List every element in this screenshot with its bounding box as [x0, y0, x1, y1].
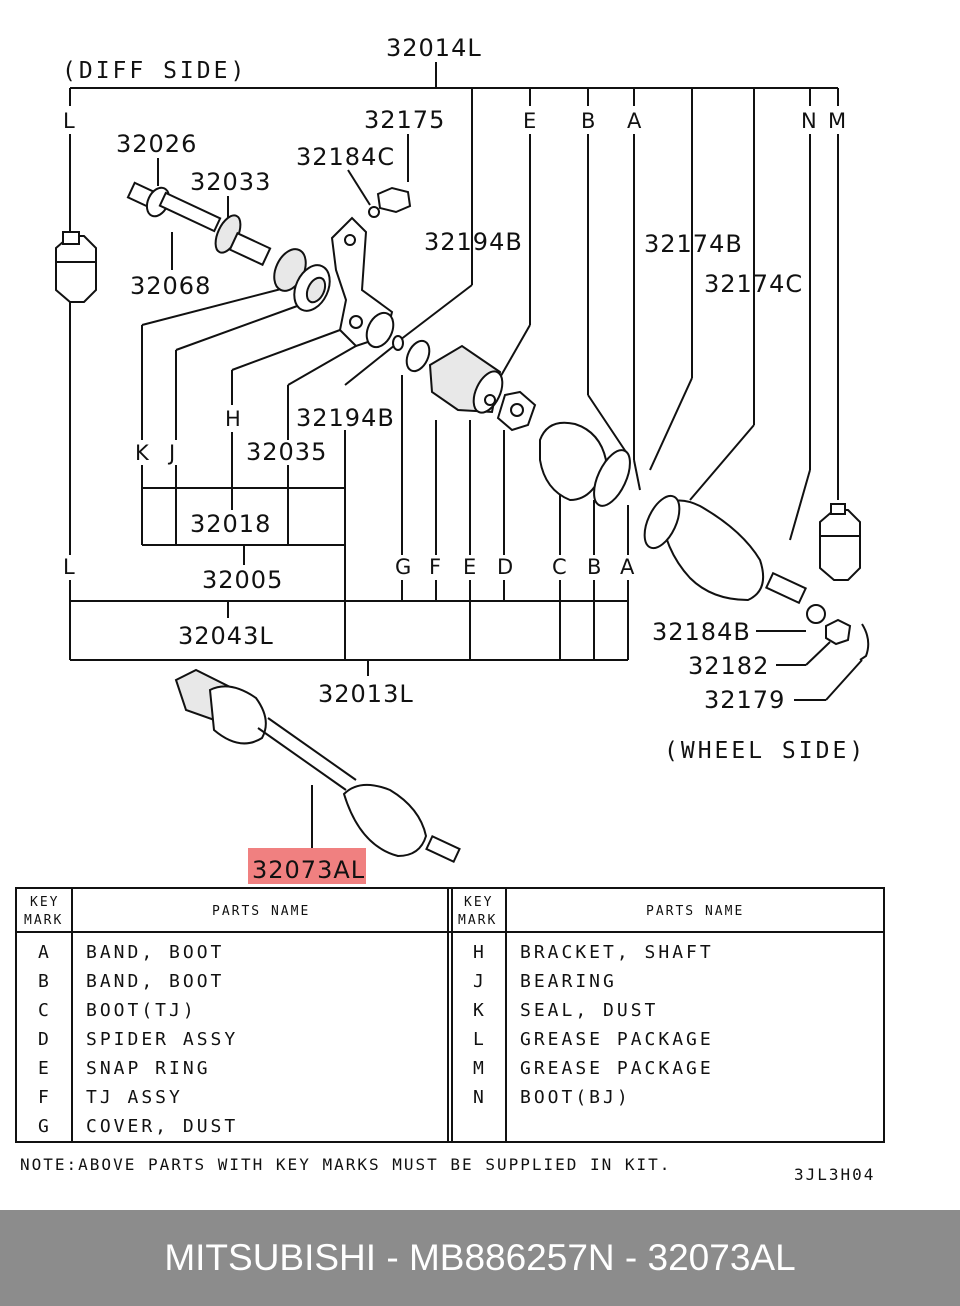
- table-row-name: SPIDER ASSY: [86, 1029, 238, 1050]
- table-row-name: SEAL, DUST: [520, 1000, 658, 1021]
- table-row-name: GREASE PACKAGE: [520, 1058, 714, 1079]
- table-row-key: B: [38, 971, 52, 992]
- wheel-side-leaders: [311, 630, 863, 850]
- table-row-name: BRACKET, SHAFT: [520, 942, 714, 963]
- table-row-key: L: [473, 1029, 487, 1050]
- grease-package-m-drawing: [819, 503, 861, 581]
- part-label-32184B: 32184B: [652, 618, 751, 646]
- table-header-key-left-2: MARK: [24, 913, 63, 928]
- table-header-name-right: PARTS NAME: [646, 904, 744, 919]
- table-header-key-right-1: KEY: [464, 895, 493, 910]
- table-row-name: SNAP RING: [86, 1058, 211, 1079]
- footer-part-number: MB886257: [408, 1237, 588, 1278]
- table-row-name: BOOT(TJ): [86, 1000, 197, 1021]
- table-row-key: C: [38, 1000, 52, 1021]
- wheel-side-label: (WHEEL SIDE): [664, 738, 866, 764]
- part-label-32175: 32175: [364, 106, 445, 134]
- table-row-key: N: [473, 1087, 487, 1108]
- part-label-32174C: 32174C: [704, 270, 803, 298]
- key-bottom-c: C: [552, 555, 567, 579]
- key-top-b: B: [581, 109, 595, 133]
- tj-boot-drawing: [539, 421, 631, 507]
- key-bottom-b: B: [587, 555, 601, 579]
- table-row-name: GREASE PACKAGE: [520, 1029, 714, 1050]
- table-row-key: E: [38, 1058, 52, 1079]
- part-label-32068: 32068: [130, 272, 211, 300]
- key-bottom-g: G: [395, 555, 411, 579]
- dust-seal-drawing: [365, 311, 431, 373]
- key-top-e: E: [523, 109, 536, 133]
- key-bottom-d: D: [497, 555, 513, 579]
- complete-drive-shaft-drawing: [174, 668, 461, 864]
- key-left-j: J: [167, 441, 175, 465]
- tj-housing-drawing: [428, 344, 504, 414]
- highlight-box: [248, 848, 366, 884]
- part-label-32005: 32005: [202, 566, 283, 594]
- table-row-key: H: [473, 942, 487, 963]
- table-row-key: D: [38, 1029, 52, 1050]
- part-label-32043L: 32043L: [178, 622, 274, 650]
- part-label-32035: 32035: [246, 438, 327, 466]
- table-header-name-left: PARTS NAME: [212, 904, 310, 919]
- part-label-32018: 32018: [190, 510, 271, 538]
- part-label-32026: 32026: [116, 130, 197, 158]
- shaft-bracket-drawing: [330, 186, 412, 348]
- bj-boot-drawing: [643, 494, 808, 605]
- key-top-m: M: [828, 109, 846, 133]
- diagram-code: 3JL3H04: [794, 1165, 875, 1184]
- key-left-h: H: [225, 407, 241, 431]
- footer-ref: N - 32073AL: [587, 1237, 796, 1278]
- footer-bar: MITSUBISHI - MB886257 N - 32073AL: [0, 1210, 960, 1306]
- table-header-key-left-1: KEY: [30, 895, 59, 910]
- inner-shaft-drawing: [126, 181, 272, 267]
- part-label-32179: 32179: [704, 686, 785, 714]
- table-row-key: G: [38, 1116, 52, 1137]
- table-row-name: BAND, BOOT: [86, 942, 224, 963]
- grease-package-l-drawing: [55, 231, 97, 303]
- part-label-32033: 32033: [190, 168, 271, 196]
- key-left-k: K: [135, 441, 150, 465]
- key-top-l: L: [63, 109, 75, 133]
- table-row-name: BAND, BOOT: [86, 971, 224, 992]
- part-label-32194B-mid: 32194B: [296, 404, 395, 432]
- table-row-key: A: [38, 942, 52, 963]
- key-top-n: N: [801, 109, 817, 133]
- kit-note: NOTE:ABOVE PARTS WITH KEY MARKS MUST BE …: [20, 1155, 671, 1174]
- part-label-32073AL: 32073AL: [252, 856, 365, 884]
- bottom-brackets: [69, 375, 629, 676]
- key-bottom-e: E: [463, 555, 476, 579]
- table-row-name: TJ ASSY: [86, 1087, 183, 1108]
- part-label-32194B-top: 32194B: [424, 228, 523, 256]
- bearing-drawing: [273, 248, 331, 312]
- key-bottom-a: A: [620, 555, 635, 579]
- table-header-key-right-2: MARK: [458, 913, 497, 928]
- key-top-a: A: [627, 109, 642, 133]
- table-row-key: K: [473, 1000, 487, 1021]
- key-bottom-f: F: [429, 555, 441, 579]
- parts-table: KEY MARK PARTS NAME KEY MARK PARTS NAME …: [15, 887, 885, 1143]
- hub-nut-drawing: [806, 604, 870, 661]
- footer-brand: MITSUBISHI: [164, 1237, 377, 1278]
- table-row-name: BOOT(BJ): [520, 1087, 631, 1108]
- part-label-32013L: 32013L: [318, 680, 414, 708]
- table-row-name: COVER, DUST: [86, 1116, 238, 1137]
- spider-drawing: [496, 390, 537, 432]
- part-label-32174B: 32174B: [644, 230, 743, 258]
- diff-side-label: (DIFF SIDE): [62, 58, 247, 84]
- exploded-parts-diagram: (DIFF SIDE) (WHEEL SIDE) 32014L 32175 32…: [15, 34, 885, 1184]
- table-row-name: BEARING: [520, 971, 617, 992]
- key-bottom-l: L: [63, 555, 75, 579]
- part-label-32014L: 32014L: [386, 34, 482, 62]
- table-row-key: F: [38, 1087, 52, 1108]
- part-label-32182: 32182: [688, 652, 769, 680]
- table-row-key: M: [473, 1058, 487, 1079]
- top-bracket-lines: [69, 62, 839, 555]
- table-row-key: J: [473, 971, 487, 992]
- part-label-32184C: 32184C: [296, 143, 395, 171]
